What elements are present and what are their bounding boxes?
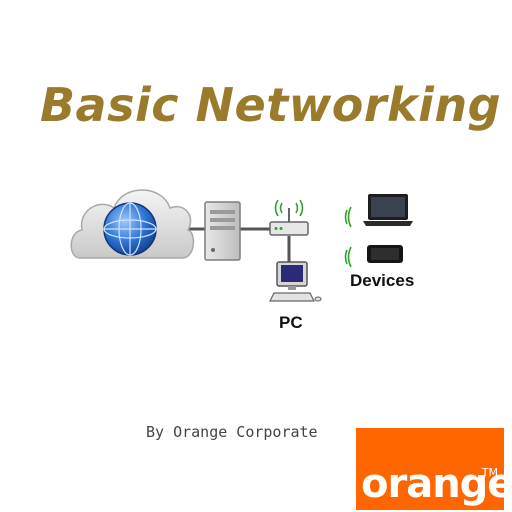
- logo-wordmark: orange: [361, 461, 512, 507]
- byline: By Orange Corporate: [146, 423, 318, 441]
- network-diagram: PC Devices: [70, 180, 450, 340]
- network-diagram-svg: [70, 189, 413, 302]
- page-title: Basic Networking: [40, 78, 502, 132]
- wireless-router-icon: [269, 199, 309, 236]
- trademark-symbol: TM: [481, 466, 498, 479]
- devices-label: Devices: [350, 271, 415, 290]
- pc-label: PC: [279, 313, 303, 332]
- tablet-icon: [344, 245, 403, 268]
- pc-icon: [269, 261, 322, 302]
- laptop-icon: [344, 194, 413, 228]
- orange-logo: orange TM: [356, 428, 512, 510]
- server-icon: [204, 201, 241, 261]
- cloud-globe-icon: [70, 189, 195, 259]
